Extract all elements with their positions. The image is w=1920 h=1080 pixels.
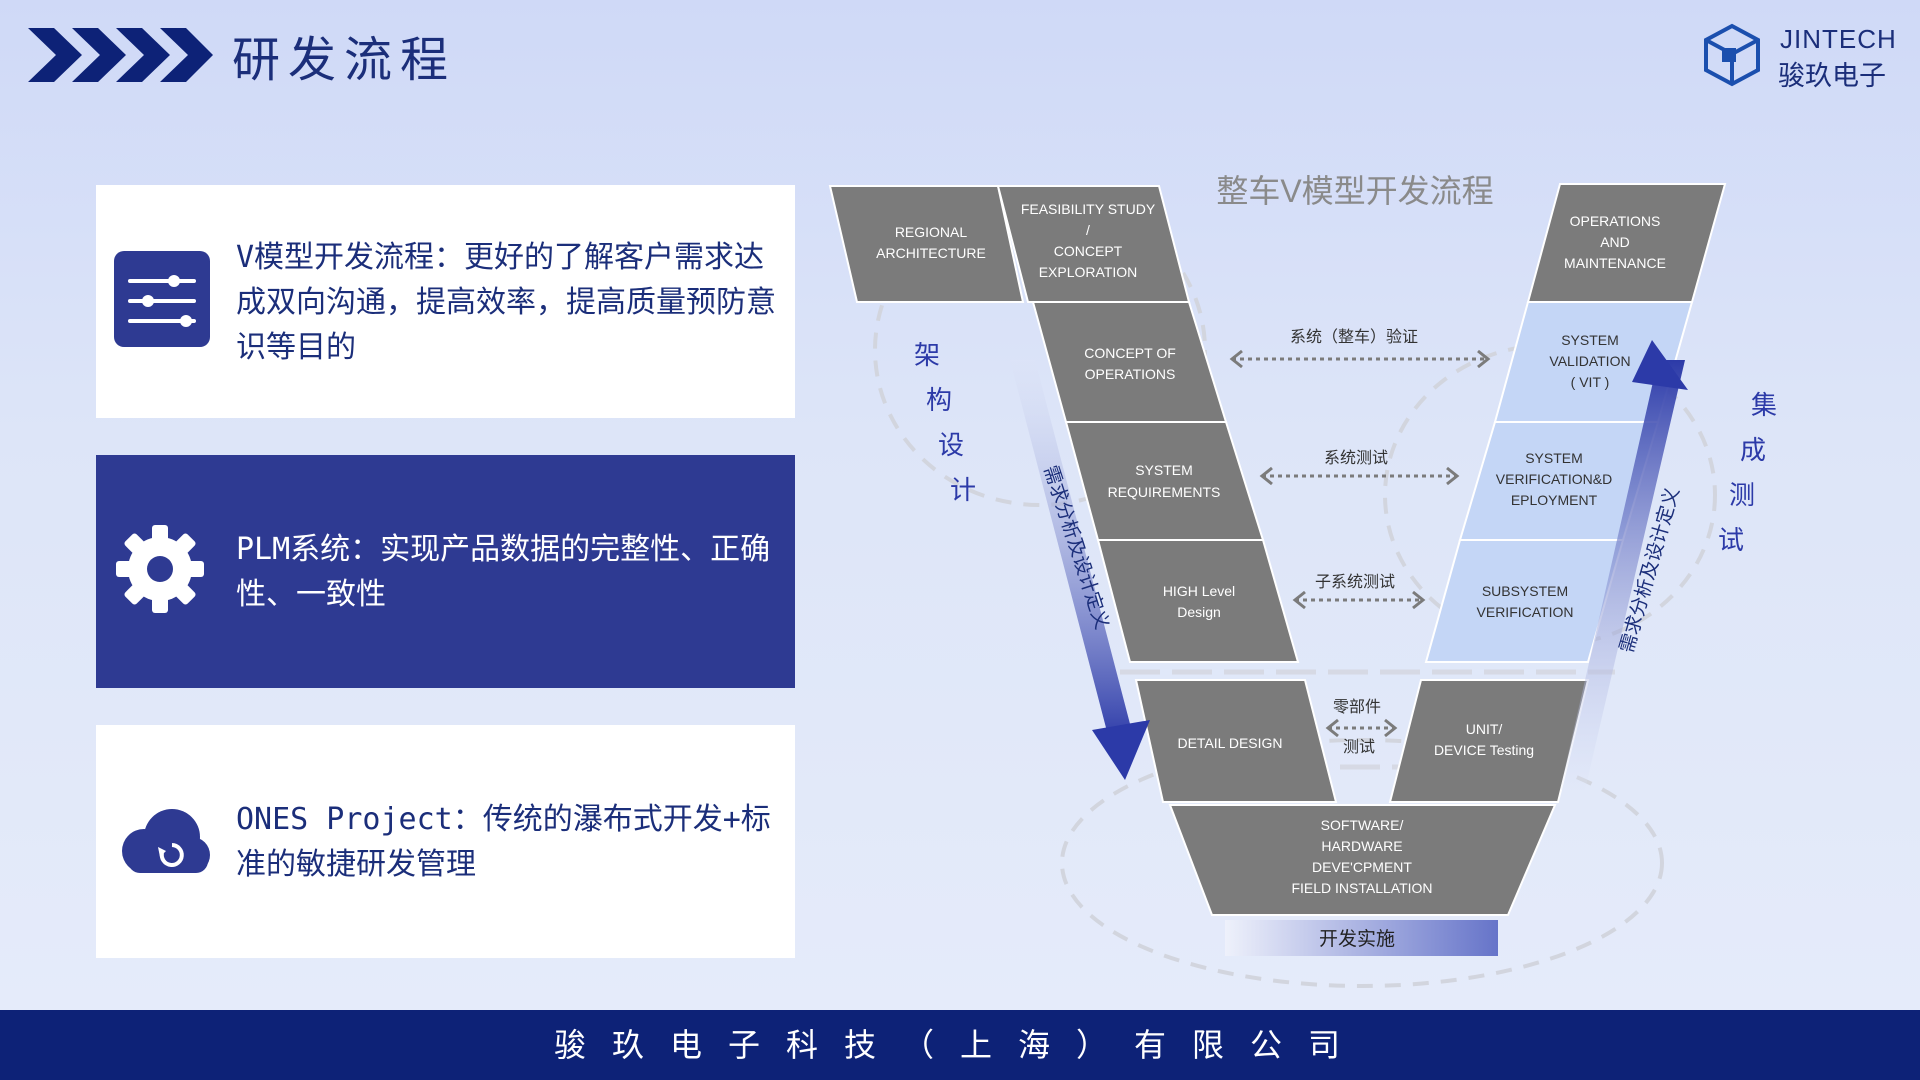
logo-english: JINTECH [1780, 24, 1897, 54]
company-logo: JINTECH 骏玖电子 [1700, 22, 1900, 92]
right-blocks [1388, 183, 1727, 803]
label-sys-ver-1: SYSTEM [1525, 450, 1583, 466]
card-text: ONES Project：传统的瀑布式开发+标准的敏捷研发管理 [236, 802, 771, 882]
diagram-title: 整车V模型开发流程 [1216, 173, 1493, 209]
left-blocks [828, 185, 1338, 803]
card-text: PLM系统：实现产品数据的完整性、正确性、一致性 [236, 532, 771, 612]
label-subsys-2: VERIFICATION [1477, 604, 1574, 620]
v-model-diagram: 整车V模型开发流程 REGIONAL ARCHITECTURE FEASIBIL… [820, 150, 1820, 990]
link-label-component-2: 测试 [1343, 738, 1375, 756]
label-concept-ops-2: OPERATIONS [1085, 366, 1176, 382]
right-side-label-4: 试 [1718, 525, 1744, 555]
page-title: 研发流程 [232, 32, 457, 88]
left-side-label-3: 设 [938, 430, 964, 460]
label-high-level-2: Design [1177, 604, 1221, 620]
bottom-bar [1225, 920, 1498, 956]
label-feasibility-1: FEASIBILITY STUDY [1021, 201, 1156, 217]
label-concept-ops-1: CONCEPT OF [1084, 345, 1176, 361]
block-system-requirements [1064, 421, 1265, 541]
label-high-level-1: HIGH Level [1163, 583, 1235, 599]
label-unit-1: UNIT/ [1466, 721, 1503, 737]
label-regional-1: REGIONAL [895, 224, 968, 240]
block-concept-of-operations [1031, 301, 1228, 423]
link-label-subsystem-test: 子系统测试 [1315, 573, 1395, 591]
label-sw-4: FIELD INSTALLATION [1291, 880, 1432, 896]
cloud-sync-icon [122, 809, 210, 873]
right-up-arrow [1560, 340, 1688, 790]
label-sys-val-2: VALIDATION [1549, 353, 1630, 369]
gear-icon [116, 525, 204, 613]
block-unit-device-testing [1388, 679, 1590, 803]
label-detail-design: DETAIL DESIGN [1177, 735, 1282, 751]
sliders-icon [114, 251, 210, 347]
label-feasibility-4: EXPLORATION [1039, 264, 1138, 280]
label-sys-val-3: ( VIT ) [1571, 374, 1610, 390]
block-subsystem-verification [1424, 539, 1625, 663]
block-detail-design [1134, 679, 1338, 803]
label-sys-ver-3: EPLOYMENT [1511, 492, 1598, 508]
right-side-label-1: 集 [1751, 390, 1777, 420]
label-sw-2: HARDWARE [1321, 838, 1402, 854]
label-feasibility-2: / [1086, 222, 1090, 238]
label-feasibility-3: CONCEPT [1054, 243, 1123, 259]
label-sys-req-1: SYSTEM [1135, 462, 1193, 478]
cube-logo-icon [1704, 23, 1760, 87]
left-down-arrow [1010, 360, 1150, 780]
label-sw-3: DEVE'CPMENT [1312, 859, 1412, 875]
left-side-label-1: 架 [914, 340, 940, 370]
card-plm[interactable]: PLM系统：实现产品数据的完整性、正确性、一致性 [96, 455, 795, 688]
link-label-system-test: 系统测试 [1324, 449, 1388, 467]
label-sys-req-2: REQUIREMENTS [1108, 484, 1221, 500]
chevron-arrows-icon [28, 28, 213, 82]
card-v-model[interactable]: V模型开发流程：更好的了解客户需求达成双向沟通，提高效率，提高质量预防意识等目的 [96, 185, 795, 418]
block-regional-architecture [828, 185, 1025, 303]
label-sys-val-1: SYSTEM [1561, 332, 1619, 348]
right-side-label-3: 测 [1729, 480, 1755, 510]
block-high-level-design [1096, 539, 1300, 663]
label-regional-2: ARCHITECTURE [876, 245, 986, 261]
left-side-label-4: 计 [950, 475, 976, 505]
label-subsys-1: SUBSYSTEM [1482, 583, 1568, 599]
bottom-label: 开发实施 [1319, 928, 1395, 950]
label-ops-3: MAINTENANCE [1564, 255, 1666, 271]
logo-chinese: 骏玖电子 [1778, 61, 1886, 92]
left-side-label-2: 构 [926, 385, 952, 415]
footer: 骏玖电子科技（上海）有限公司 [0, 1010, 1920, 1080]
block-software-hardware [1168, 804, 1557, 916]
company-name: 骏玖电子科技（上海）有限公司 [553, 1026, 1366, 1064]
label-ops-1: OPERATIONS [1570, 213, 1661, 229]
link-arrowheads [1229, 349, 1491, 738]
verification-links [1232, 357, 1488, 730]
label-ops-2: AND [1600, 234, 1630, 250]
label-unit-2: DEVICE Testing [1434, 742, 1534, 758]
card-text: V模型开发流程：更好的了解客户需求达成双向沟通，提高效率，提高质量预防意识等目的 [236, 240, 776, 365]
card-ones[interactable]: ONES Project：传统的瀑布式开发+标准的敏捷研发管理 [96, 725, 795, 958]
label-sw-1: SOFTWARE/ [1321, 817, 1404, 833]
right-side-label-2: 成 [1740, 435, 1766, 465]
link-label-vehicle-validation: 系统（整车）验证 [1290, 328, 1418, 346]
link-label-component-1: 零部件 [1333, 698, 1381, 716]
label-sys-ver-2: VERIFICATION&D [1496, 471, 1612, 487]
